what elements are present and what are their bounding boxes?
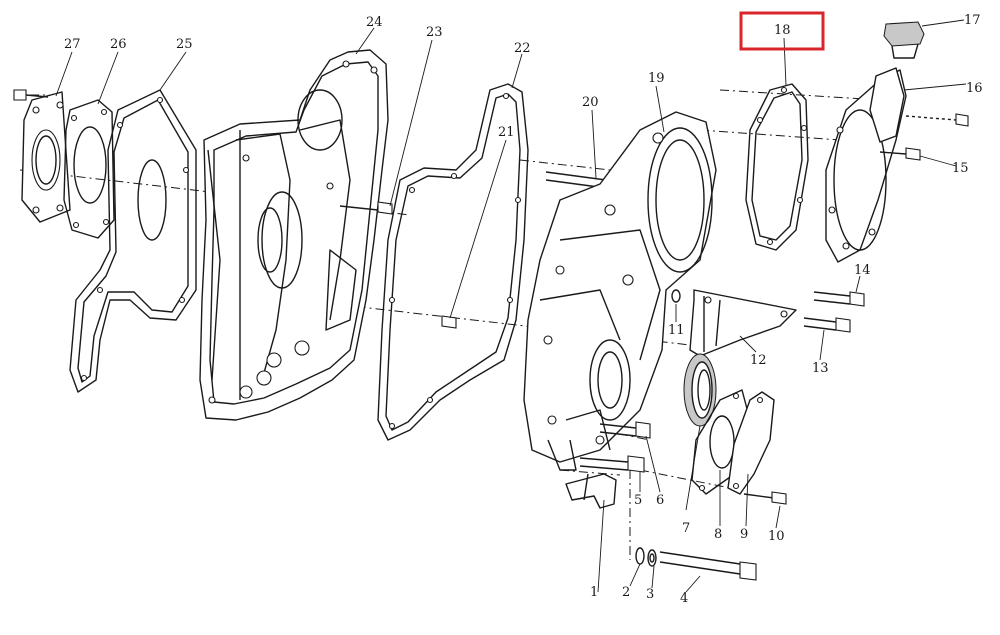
- callout-17: 17: [964, 13, 981, 28]
- part-22-housing-gasket: [377, 83, 529, 441]
- leader-lines: [55, 19, 967, 593]
- part-23-bolt: [339, 201, 393, 215]
- part-27-flange-plate: [13, 89, 71, 223]
- part-6-bolt: [599, 421, 651, 439]
- part-12-bracket: [689, 289, 797, 357]
- callout-19: 19: [648, 71, 665, 86]
- part-13-bolt: [803, 317, 851, 333]
- callout-2: 2: [622, 585, 630, 600]
- upper-right-bolt: [905, 113, 969, 127]
- callout-6: 6: [656, 493, 664, 508]
- part-5-bolt: [579, 455, 645, 473]
- part-24-gear-housing: [199, 49, 389, 421]
- callout-23: 23: [426, 25, 443, 40]
- part-1-small-bracket: [565, 473, 617, 509]
- part-2-washer: [635, 547, 645, 565]
- callout-8: 8: [714, 527, 722, 542]
- part-15-bolt: [879, 147, 921, 161]
- callout-5: 5: [634, 493, 642, 508]
- part-9-cover-plate: [727, 391, 775, 495]
- callout-7: 7: [682, 521, 690, 536]
- callout-4: 4: [680, 591, 688, 606]
- part-4-long-bolt: [659, 551, 757, 581]
- callout-1: 1: [590, 585, 598, 600]
- part-14-bolt: [813, 291, 865, 307]
- callout-18: 18: [774, 23, 791, 38]
- callout-11: 11: [668, 323, 685, 338]
- callout-numbers: 1 2 3 4 5 6 7 8 9 10 11 12 13 14 15 16 1…: [64, 13, 983, 606]
- part-16-end-cover: [825, 67, 907, 263]
- part-26-gasket: [63, 99, 115, 239]
- part-11-o-ring: [671, 289, 681, 303]
- part-18-cover-gasket: [745, 83, 809, 251]
- highlight-box-part-18: [739, 11, 825, 51]
- callout-13: 13: [812, 361, 829, 376]
- callout-12: 12: [750, 353, 767, 368]
- callout-24: 24: [366, 15, 383, 30]
- callout-9: 9: [740, 527, 748, 542]
- callout-14: 14: [854, 263, 871, 278]
- callout-27: 27: [64, 37, 81, 52]
- part-3-washer: [647, 549, 657, 567]
- callout-22: 22: [514, 41, 531, 56]
- callout-16: 16: [966, 81, 983, 96]
- callout-15: 15: [952, 161, 969, 176]
- part-19-timing-cover: [523, 111, 717, 471]
- callout-20: 20: [582, 95, 599, 110]
- part-25-large-gasket: [69, 89, 197, 393]
- part-10-bolt: [743, 491, 787, 505]
- callout-26: 26: [110, 37, 127, 52]
- part-7-oil-seal: [683, 353, 717, 427]
- callout-10: 10: [768, 529, 785, 544]
- callout-21: 21: [498, 125, 515, 140]
- callout-3: 3: [646, 587, 654, 602]
- callout-25: 25: [176, 37, 193, 52]
- part-17-filler-cap: [883, 21, 925, 59]
- part-21-dowel-pin: [441, 315, 457, 329]
